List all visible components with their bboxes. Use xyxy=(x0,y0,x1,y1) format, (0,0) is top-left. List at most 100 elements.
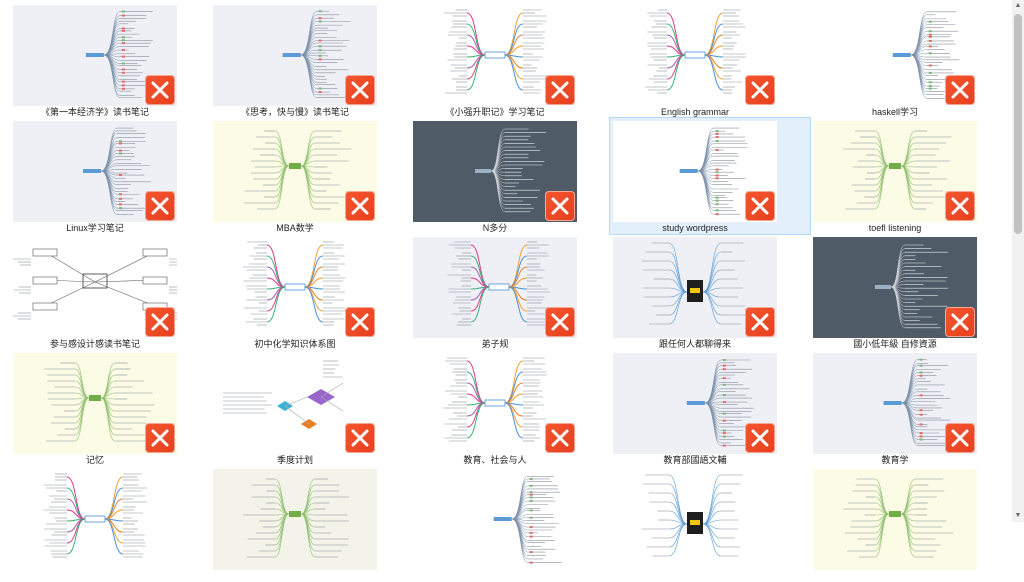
mindmap-card[interactable]: 记忆 xyxy=(10,350,210,466)
mindmap-card[interactable]: toefl listening xyxy=(810,118,1010,234)
mindmap-card[interactable] xyxy=(410,466,610,582)
vertical-scrollbar[interactable]: ▲ ▼ xyxy=(1012,0,1024,522)
xmind-x-icon xyxy=(145,191,175,221)
mindmap-preview-image xyxy=(243,478,350,558)
xmind-x-icon xyxy=(145,307,175,337)
mindmap-title[interactable]: 《思考，快与慢》读书笔记 xyxy=(240,107,349,117)
mindmap-title[interactable]: Linux学习笔记 xyxy=(66,223,124,233)
mindmap-preview-image xyxy=(475,128,546,213)
mindmap-title[interactable]: MBA数学 xyxy=(276,223,314,233)
mindmap-title[interactable]: 记忆 xyxy=(85,455,104,465)
mindmap-thumbnail[interactable] xyxy=(813,469,977,570)
mindmap-preview-image xyxy=(443,357,547,442)
xmind-x-icon xyxy=(745,307,775,337)
mindmap-preview-image xyxy=(43,473,147,558)
mindmap-title[interactable]: 弟子规 xyxy=(481,339,509,349)
mindmap-card[interactable]: study wordpress xyxy=(609,117,811,235)
mindmap-title[interactable]: toefl listening xyxy=(868,223,922,233)
xmind-x-icon xyxy=(745,75,775,105)
mindmap-title[interactable]: 國小低年級 自修資源 xyxy=(853,339,937,349)
mindmap-preview-image xyxy=(679,127,748,216)
mindmap-preview-image xyxy=(243,241,346,326)
mindmap-preview-image xyxy=(843,130,952,210)
mindmap-preview-image xyxy=(85,10,153,98)
mindmap-title[interactable]: study wordpress xyxy=(662,223,728,233)
mindmap-card[interactable] xyxy=(610,466,810,582)
mindmap-preview-image xyxy=(282,10,351,98)
mindmap-card[interactable]: 教育部國語文輔 xyxy=(610,350,810,466)
scroll-up-arrow[interactable]: ▲ xyxy=(1014,2,1022,9)
mindmap-card[interactable]: 季度计划 xyxy=(210,350,410,466)
mindmap-card[interactable]: MBA数学 xyxy=(210,118,410,234)
xmind-x-icon xyxy=(345,191,375,221)
mindmap-card[interactable]: haskell学习 xyxy=(810,2,1010,118)
mindmap-card[interactable]: English grammar xyxy=(610,2,810,118)
mindmap-preview-image xyxy=(13,248,177,320)
mindmap-preview-image xyxy=(223,360,344,429)
mindmap-card[interactable] xyxy=(210,466,410,582)
xmind-x-icon xyxy=(545,423,575,453)
mindmap-preview-image xyxy=(43,362,155,442)
xmind-x-icon xyxy=(945,191,975,221)
mindmap-title[interactable]: 跟任何人都聊得来 xyxy=(658,339,731,349)
xmind-x-icon xyxy=(945,307,975,337)
xmind-x-icon xyxy=(945,423,975,453)
scroll-down-arrow[interactable]: ▼ xyxy=(1014,512,1022,519)
mindmap-preview-image xyxy=(686,358,755,447)
xmind-x-icon xyxy=(345,75,375,105)
mindmap-preview-image xyxy=(875,244,948,329)
mindmap-title[interactable]: 教育部國語文輔 xyxy=(663,455,727,465)
mindmap-title[interactable]: haskell学习 xyxy=(871,107,918,117)
mindmap-card[interactable]: 弟子规 xyxy=(410,234,610,350)
mindmap-file-grid: 《第一本经济学》读书笔记 《思考，快与慢》读书笔记 《小强升职记》学习笔记 Engli… xyxy=(10,2,1010,582)
mindmap-preview-image xyxy=(645,9,746,94)
mindmap-thumbnail[interactable] xyxy=(13,5,177,106)
mindmap-card[interactable] xyxy=(10,466,210,582)
xmind-x-icon xyxy=(545,307,575,337)
mindmap-title[interactable]: English grammar xyxy=(660,107,730,117)
mindmap-preview-image xyxy=(641,474,743,557)
mindmap-card[interactable] xyxy=(810,466,1010,582)
mindmap-thumbnail[interactable] xyxy=(213,469,377,570)
xmind-x-icon xyxy=(345,423,375,453)
mindmap-title[interactable]: 教育、社会与人 xyxy=(463,455,527,465)
mindmap-title[interactable]: 参与感设计感读书笔记 xyxy=(49,339,140,349)
mindmap-card[interactable]: 《思考，快与慢》读书笔记 xyxy=(210,2,410,118)
xmind-x-icon xyxy=(345,307,375,337)
mindmap-card[interactable]: 《小强升职记》学习笔记 xyxy=(410,2,610,118)
xmind-x-icon xyxy=(545,191,575,221)
mindmap-card[interactable]: 《第一本经济学》读书笔记 xyxy=(10,2,210,118)
mindmap-card[interactable]: 教育学 xyxy=(810,350,1010,466)
mindmap-title[interactable]: 教育学 xyxy=(881,455,909,465)
mindmap-title[interactable]: 季度计划 xyxy=(276,455,313,465)
mindmap-thumbnail[interactable] xyxy=(13,469,177,570)
mindmap-thumbnail[interactable] xyxy=(213,5,377,106)
mindmap-card[interactable]: 教育、社会与人 xyxy=(410,350,610,466)
mindmap-preview-image xyxy=(641,242,746,325)
mindmap-card[interactable]: N多分 xyxy=(410,118,610,234)
mindmap-card[interactable]: 初中化学知识体系图 xyxy=(210,234,410,350)
xmind-x-icon xyxy=(745,191,775,221)
scroll-thumb[interactable] xyxy=(1014,14,1022,234)
mindmap-thumbnail[interactable] xyxy=(413,469,577,570)
mindmap-title[interactable]: 初中化学知识体系图 xyxy=(254,339,336,349)
xmind-x-icon xyxy=(145,423,175,453)
mindmap-thumbnail[interactable] xyxy=(613,469,777,570)
mindmap-card[interactable]: Linux学习笔记 xyxy=(10,118,210,234)
mindmap-preview-image xyxy=(843,478,954,558)
xmind-x-icon xyxy=(545,75,575,105)
mindmap-thumbnail[interactable] xyxy=(413,353,577,454)
mindmap-title[interactable]: 《第一本经济学》读书笔记 xyxy=(40,107,149,117)
mindmap-preview-image xyxy=(883,358,952,446)
xmind-x-icon xyxy=(145,75,175,105)
mindmap-preview-image xyxy=(447,241,551,326)
xmind-x-icon xyxy=(945,75,975,105)
mindmap-card[interactable]: 國小低年級 自修資源 xyxy=(810,234,1010,350)
mindmap-title[interactable]: 《小强升职记》学习笔记 xyxy=(445,107,545,117)
xmind-x-icon xyxy=(745,423,775,453)
mindmap-preview-image xyxy=(83,127,151,215)
mindmap-title[interactable]: N多分 xyxy=(482,223,508,233)
mindmap-card[interactable]: 参与感设计感读书笔记 xyxy=(10,234,210,350)
mindmap-card[interactable]: 跟任何人都聊得来 xyxy=(610,234,810,350)
mindmap-preview-image xyxy=(493,475,562,564)
